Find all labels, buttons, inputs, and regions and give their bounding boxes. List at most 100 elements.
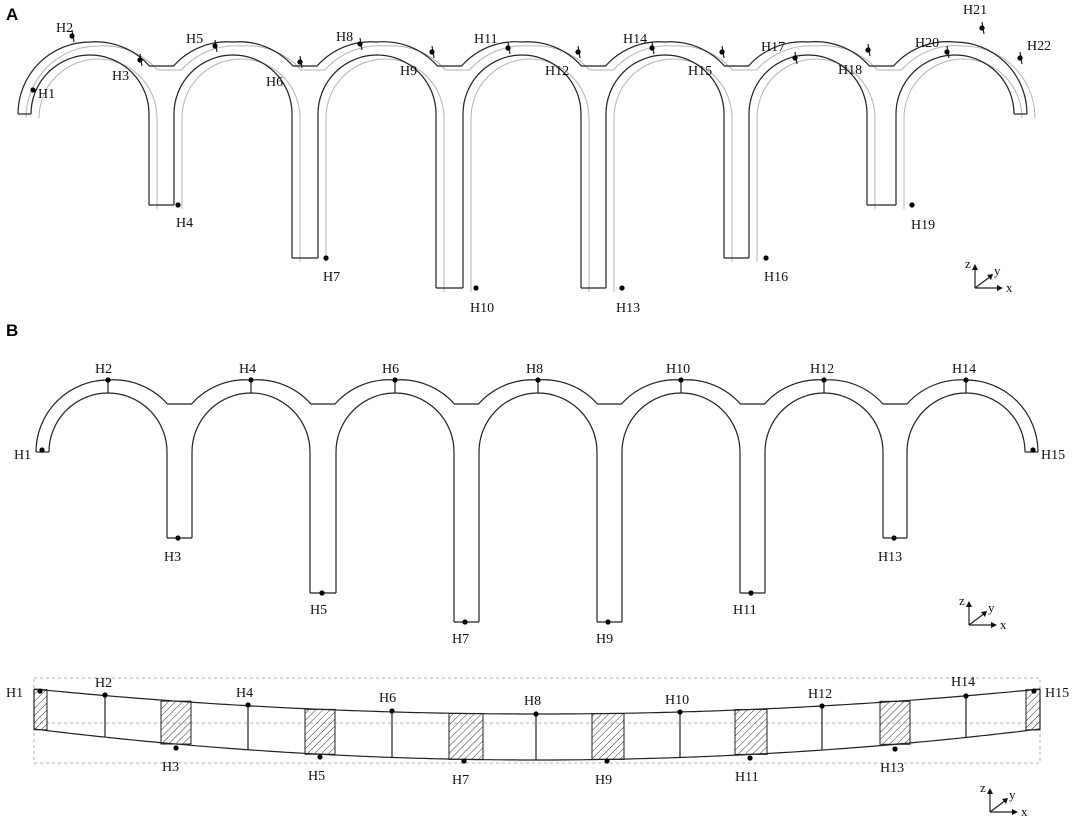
plan-label-h6: H6 xyxy=(379,691,396,706)
plan-label-h15: H15 xyxy=(1045,686,1069,701)
plan-point-h9 xyxy=(604,758,610,764)
panel-a-point-h17 xyxy=(792,55,798,61)
plan-label-h12: H12 xyxy=(808,687,832,702)
plan-label-h4: H4 xyxy=(236,686,253,701)
panel-a-label-h9: H9 xyxy=(400,64,417,79)
plan-label-h2: H2 xyxy=(95,676,112,691)
plan-label-h13: H13 xyxy=(880,761,904,776)
panel-b-label-h10: H10 xyxy=(666,362,690,377)
panel-b-label-h14: H14 xyxy=(952,362,976,377)
plan-x-label: x xyxy=(1021,804,1028,819)
panel-b-label-h2: H2 xyxy=(95,362,112,377)
panel-a-label-h20: H20 xyxy=(915,36,939,51)
panel-b-label-h12: H12 xyxy=(810,362,834,377)
panel-b-label-h11: H11 xyxy=(733,603,757,618)
plan-label-h11: H11 xyxy=(735,770,759,785)
plan-label-h9: H9 xyxy=(595,773,612,788)
panel-b-point-h14 xyxy=(963,377,969,383)
panel-a-label-h17: H17 xyxy=(761,40,785,55)
panel-a-point-h2 xyxy=(69,33,75,39)
panel-a-label-h12: H12 xyxy=(545,64,569,79)
panel-a-label-h4: H4 xyxy=(176,216,193,231)
panel-a-label-h10: H10 xyxy=(470,301,494,316)
panel-a-label-h22: H22 xyxy=(1027,39,1051,54)
plan-hatched-column-zone xyxy=(591,713,625,760)
panel-b-point-h11 xyxy=(748,590,754,596)
panel-a-point-h18 xyxy=(865,47,871,53)
panel-a-label-h7: H7 xyxy=(323,270,340,285)
plan-label-h3: H3 xyxy=(162,760,179,775)
plan-y-arrowhead-icon xyxy=(1002,798,1008,804)
plan-point-h11 xyxy=(747,755,753,761)
panel-a-y-label: y xyxy=(994,263,1001,278)
panel-a-letter: A xyxy=(6,5,18,24)
plan-label-h5: H5 xyxy=(308,769,325,784)
plan-hatched-column-zone xyxy=(160,700,192,745)
panel-b-label-h8: H8 xyxy=(526,362,543,377)
panel-a-point-h11 xyxy=(505,45,511,51)
plan-point-h10 xyxy=(677,709,683,715)
panel-a-x-arrowhead-icon xyxy=(997,285,1003,291)
panel-a-axes-icon: z yx xyxy=(965,256,1013,295)
panel-a-point-h14 xyxy=(649,45,655,51)
panel-a-point-h22 xyxy=(1017,55,1023,61)
panel-b-point-h1 xyxy=(39,447,45,453)
plan-label-h1: H1 xyxy=(6,686,23,701)
panel-b-label-h3: H3 xyxy=(164,550,181,565)
plan-hatched-column-zone xyxy=(734,708,768,755)
panel-a-point-h1 xyxy=(30,87,36,93)
panel-b-label-h7: H7 xyxy=(452,632,469,647)
panel-a-label-h1: H1 xyxy=(38,87,55,102)
plan-label-h7: H7 xyxy=(452,773,469,788)
panel-b-x-label: x xyxy=(1000,617,1007,632)
panel-a-undeformed-shape xyxy=(25,45,1036,292)
panel-a-label-h15: H15 xyxy=(688,64,712,79)
panel-a-z-arrowhead-icon xyxy=(972,264,978,270)
panel-a-point-h6 xyxy=(297,59,303,65)
plan-hatched-column-zone xyxy=(304,708,336,755)
panel-a-x-label: x xyxy=(1006,280,1013,295)
panel-a-label-h14: H14 xyxy=(623,32,647,47)
panel-b-point-h8 xyxy=(535,377,541,383)
panel-a-point-h16 xyxy=(763,255,769,261)
panel-a-label-h3: H3 xyxy=(112,69,129,84)
panel-a-z-label: z xyxy=(965,256,971,271)
panel-b-point-h15 xyxy=(1030,447,1036,453)
plan-z-label: z xyxy=(980,780,986,795)
panel-a-label-h5: H5 xyxy=(186,32,203,47)
panel-a-point-h20 xyxy=(944,49,950,55)
panel-a-label-h8: H8 xyxy=(336,30,353,45)
panel-a-point-h9 xyxy=(429,49,435,55)
panel-b-point-h7 xyxy=(462,619,468,625)
plan-hatched-column-zone xyxy=(1025,689,1041,731)
panel-a-y-arrowhead-icon xyxy=(987,274,993,280)
panel-a-deformed-shape xyxy=(17,41,1028,288)
plan-hatched-column-zone xyxy=(448,713,484,760)
plan-point-h4 xyxy=(245,702,251,708)
plan-hatched-column-zone xyxy=(879,700,911,745)
plan-x-arrowhead-icon xyxy=(1012,809,1018,815)
plan-point-h14 xyxy=(963,693,969,699)
panel-a-point-h8 xyxy=(357,41,363,47)
panel-b-point-h12 xyxy=(821,377,827,383)
plan-lower-edge xyxy=(33,728,1041,761)
plan-label-h8: H8 xyxy=(524,694,541,709)
panel-b-y-arrowhead-icon xyxy=(981,611,987,617)
panel-a-point-h21 xyxy=(979,25,985,31)
plan-point-h3 xyxy=(173,745,179,751)
panel-b-extrados-outline xyxy=(35,379,1039,453)
plan-point-h12 xyxy=(819,703,825,709)
panel-a-label-h16: H16 xyxy=(764,270,788,285)
plan-label-h10: H10 xyxy=(665,693,689,708)
panel-b-point-h10 xyxy=(678,377,684,383)
plan-point-h15 xyxy=(1031,688,1037,694)
panel-b-z-arrowhead-icon xyxy=(966,601,972,607)
plan-point-h7 xyxy=(461,758,467,764)
panel-b-letter: B xyxy=(6,321,18,340)
panel-a-point-h12 xyxy=(575,49,581,55)
panel-a-point-h10 xyxy=(473,285,479,291)
panel-b-label-h5: H5 xyxy=(310,603,327,618)
